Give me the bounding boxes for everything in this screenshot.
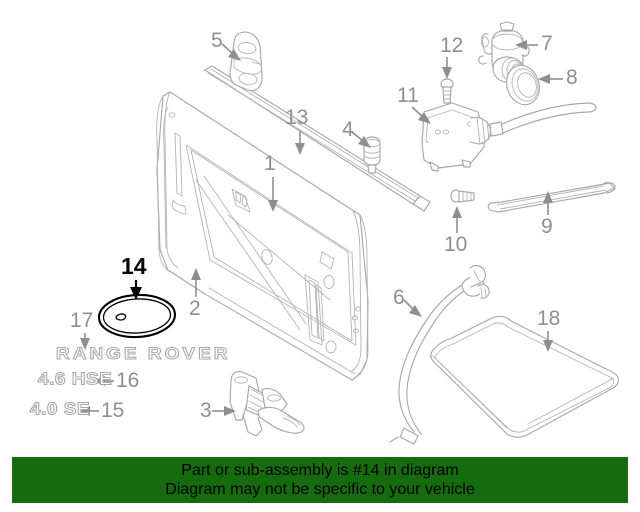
leader-4 (351, 131, 371, 148)
part-upper-trim-moulding (202, 65, 431, 212)
callout-label-8[interactable]: 8 (566, 66, 578, 89)
leader-1 (268, 177, 278, 212)
notice-line-2: Diagram may not be specific to your vehi… (165, 481, 475, 498)
callout-label-3[interactable]: 3 (200, 399, 212, 422)
leader-16 (93, 376, 114, 386)
callout-label-12[interactable]: 12 (440, 34, 464, 57)
callout-label-9[interactable]: 9 (541, 215, 553, 238)
part-tailgate-hinge (229, 370, 305, 437)
leader-3 (212, 406, 236, 416)
callout-label-14[interactable]: 14 (121, 253, 147, 279)
leader-15 (78, 406, 99, 416)
leader-9 (543, 191, 553, 215)
badge-4-6-hse: 4.6 HSE (37, 370, 113, 390)
callout-label-2[interactable]: 2 (189, 297, 201, 320)
part-support-rod (487, 182, 616, 213)
callout-label-15[interactable]: 15 (101, 399, 125, 422)
leader-7 (515, 40, 538, 50)
leader-5 (221, 43, 241, 61)
callout-label-6[interactable]: 6 (393, 286, 405, 309)
notice-line-1: Part or sub-assembly is #14 in diagram (181, 462, 459, 479)
leader-18 (543, 331, 553, 352)
badge-range-rover: RANGE ROVER (55, 345, 231, 364)
callout-label-16[interactable]: 16 (116, 369, 140, 392)
part-actuator-bolt (440, 78, 454, 104)
badge-4-0-se: 4.0 SE (29, 400, 91, 420)
callout-label-11[interactable]: 11 (397, 84, 419, 107)
callout-label-10[interactable]: 10 (444, 233, 468, 256)
part-oval-emblem-badge (97, 293, 177, 339)
leader-17 (80, 333, 90, 350)
part-lock-cylinder-bezel (506, 64, 540, 106)
part-tailgate-panel (156, 91, 369, 381)
callout-label-7[interactable]: 7 (541, 32, 553, 55)
leader-6 (403, 299, 422, 317)
part-wiring-harness-cable (389, 264, 490, 445)
callout-label-13[interactable]: 13 (285, 106, 309, 129)
part-latch-actuator (421, 102, 597, 172)
leader-8 (538, 74, 563, 84)
callout-label-5[interactable]: 5 (211, 29, 223, 52)
callout-label-1[interactable]: 1 (264, 152, 276, 175)
notice-banner: Part or sub-assembly is #14 in diagram D… (12, 457, 628, 503)
leader-14 (130, 280, 142, 300)
leader-2 (191, 268, 201, 297)
leader-13 (295, 131, 305, 155)
part-striker-bracket (229, 31, 263, 92)
callout-label-4[interactable]: 4 (342, 118, 354, 141)
callout-label-18[interactable]: 18 (537, 307, 561, 330)
callout-label-17[interactable]: 17 (70, 309, 94, 332)
leader-11 (411, 106, 431, 124)
part-tailgate-trim-mat (430, 315, 619, 438)
leader-10 (452, 206, 462, 233)
part-support-rod-bolt (450, 189, 475, 203)
leader-12 (442, 57, 452, 79)
